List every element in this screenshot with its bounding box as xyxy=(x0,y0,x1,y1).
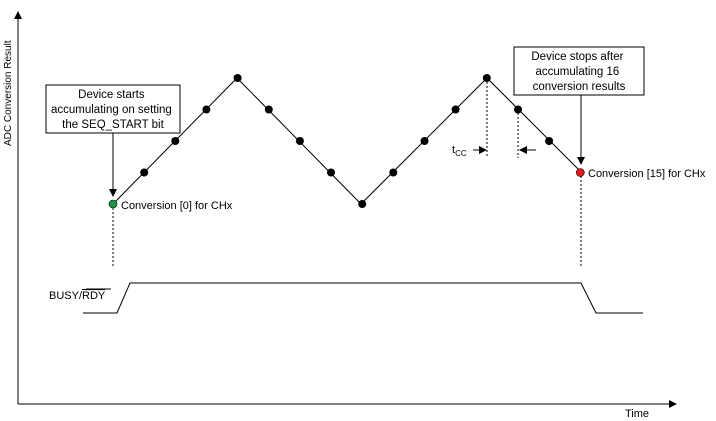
first-conversion-label: Conversion [0] for CHx xyxy=(121,200,233,212)
sample-dot xyxy=(202,105,211,114)
sample-dot xyxy=(420,137,429,145)
busy-rdy-waveform xyxy=(83,282,643,314)
busy-rdy-label: BUSY/RDY xyxy=(49,290,106,302)
sample-dot xyxy=(545,137,554,145)
last-sample-dot xyxy=(575,168,585,177)
y-axis-label: ADC Conversion Result xyxy=(3,40,14,146)
sample-dot xyxy=(264,105,273,114)
sample-dot xyxy=(482,74,491,82)
conversion-samples xyxy=(108,74,585,209)
stop-callout-box xyxy=(513,46,645,96)
start-callout-box xyxy=(45,84,181,134)
start-callout-text: Device starts accumulating on setting th… xyxy=(51,89,175,131)
sample-dot xyxy=(389,168,398,177)
stop-callout-text: Device stops after accumulating 16 conve… xyxy=(531,51,626,93)
sample-dot xyxy=(171,137,180,145)
sample-dot xyxy=(451,105,460,114)
conversion-waveform xyxy=(112,77,582,205)
first-sample-dot xyxy=(108,199,118,209)
tcc-label: tCC xyxy=(452,144,467,158)
sample-dot xyxy=(514,105,522,114)
sample-dot xyxy=(327,168,335,177)
sample-dot xyxy=(295,137,304,145)
sample-dot xyxy=(140,168,149,177)
last-conversion-label: Conversion [15] for CHx xyxy=(588,168,706,180)
sample-dot xyxy=(233,74,242,82)
x-axis-label: Time xyxy=(625,408,649,420)
sample-dot xyxy=(358,200,367,208)
